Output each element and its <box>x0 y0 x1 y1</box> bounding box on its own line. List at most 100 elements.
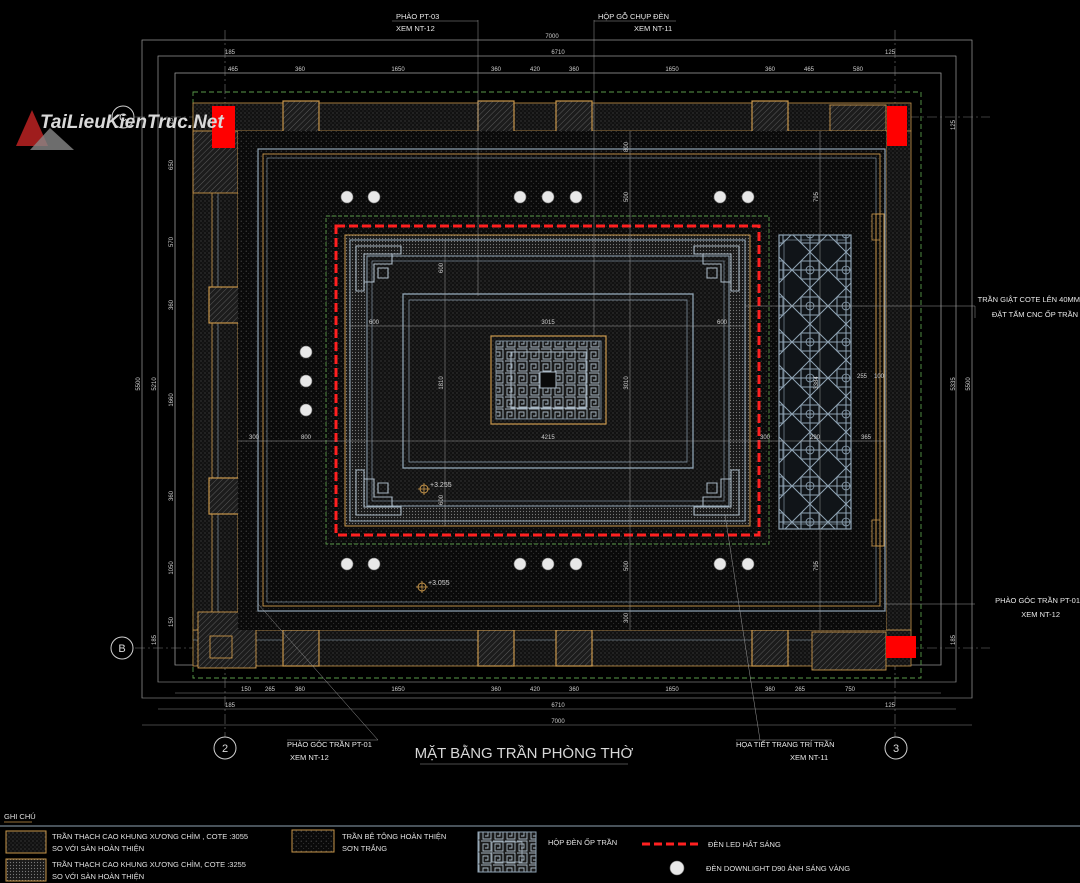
dim-top-seg-2: 1650 <box>391 67 405 73</box>
legend-heading: GHI CHÚ <box>4 812 36 821</box>
dim-290: 290 <box>810 435 821 441</box>
dim-500: 500 <box>624 191 630 202</box>
dim-bot-right: 125 <box>885 703 896 709</box>
dim-300-right: 300 <box>760 435 771 441</box>
level-upper: +3.255 <box>430 482 452 489</box>
legend-item2-a: TRẦN THẠCH CAO KHUNG XƯƠNG CHÌM, COTE :3… <box>52 859 246 869</box>
inner-dimension-text: 600 3015 600 300 800 4215 300 290 365 25… <box>249 141 885 623</box>
annot-tran-giat-2: ĐẶT TẤM CNC ỐP TRẦN <box>992 309 1078 319</box>
dim-bot-seg-10: 750 <box>845 687 856 693</box>
dim-top-seg-8: 465 <box>804 67 815 73</box>
cnc-lattice-panel <box>778 234 852 530</box>
legend-item6: ĐÈN DOWNLIGHT D90 ÁNH SÁNG VÀNG <box>706 864 850 873</box>
legend-item5: ĐÈN LED HẮT SÁNG <box>708 840 781 849</box>
dim-3384: 3384 <box>814 376 820 390</box>
dim-top-seg-0: 465 <box>228 67 239 73</box>
annot-hop-go: HỘP GỖ CHỤP ĐÈN <box>598 12 669 21</box>
dim-bot-seg-2: 360 <box>295 687 306 693</box>
dim-1810: 1810 <box>439 376 445 390</box>
dim-365: 365 <box>861 435 872 441</box>
dim-100: 100 <box>874 374 885 380</box>
watermark-logo: TaiLieuKienTruc.Net <box>16 110 224 150</box>
dim-bot-seg-7: 1650 <box>665 687 679 693</box>
dim-top-overall: 7000 <box>545 34 559 40</box>
dim-left-inner: 5210 <box>152 377 158 391</box>
level-markers: +3.255 +3.055 <box>416 482 452 593</box>
dim-right-inner: 5335 <box>951 377 957 391</box>
dim-left-seg-0: 125 <box>169 117 175 128</box>
dim-300-left: 300 <box>249 435 260 441</box>
corner-blocks <box>192 104 916 671</box>
annot-tran-giat-1: TRẦN GIẬT COTE LÊN 40MM <box>978 294 1080 304</box>
dim-left-overall: 5500 <box>136 377 142 391</box>
dim-bot-seg-0: 150 <box>241 687 252 693</box>
legend-item3-b: SƠN TRẮNG <box>342 844 387 853</box>
watermark-text: TaiLieuKienTruc.Net <box>40 112 224 133</box>
legend-item1-b: SO VỚI SÀN HOÀN THIỆN <box>52 844 144 853</box>
dim-795-top: 795 <box>814 191 820 202</box>
legend-swatch-2 <box>5 858 47 882</box>
dim-top-seg-9: 580 <box>853 67 864 73</box>
dim-top-seg-5: 360 <box>569 67 580 73</box>
dim-300-bot: 300 <box>624 612 630 623</box>
legend-item4: HỘP ĐÈN ỐP TRẦN <box>548 837 617 847</box>
dim-top-inner: 6710 <box>551 50 565 56</box>
annot-phao-goc-left: PHÀO GÓC TRẦN PT-01 <box>287 739 372 749</box>
dim-bot-seg-8: 360 <box>765 687 776 693</box>
dim-left-seg-7: 150 <box>169 616 175 627</box>
grid-bubble-b: B <box>118 643 125 655</box>
dim-top-right: 125 <box>885 50 896 56</box>
dim-600-left: 600 <box>369 320 380 326</box>
annot-phao-pt03: PHÀO PT-03 <box>396 12 439 21</box>
legend-swatch-6 <box>669 860 685 876</box>
dim-left-seg-2: 570 <box>169 236 175 247</box>
red-column-bottom-right <box>886 636 916 658</box>
dim-top-seg-3: 360 <box>491 67 502 73</box>
legend: GHI CHÚ TRẦN THẠCH CAO KHUNG XƯƠNG CHÌM … <box>0 812 1080 882</box>
dim-top-seg-1: 360 <box>295 67 306 73</box>
central-light-box <box>490 335 607 425</box>
legend-swatch-3 <box>291 829 335 853</box>
dim-left-seg-1: 650 <box>169 159 175 170</box>
legend-item2-b: SO VỚI SÀN HOÀN THIỆN <box>52 872 144 881</box>
annot-phao-pt03-ref: XEM NT-12 <box>396 24 435 33</box>
corner-frets <box>355 245 740 516</box>
annot-hoa-tiet: HỌA TIẾT TRANG TRÍ TRẦN <box>736 739 835 749</box>
dim-right-overall: 5500 <box>966 377 972 391</box>
dim-795-bot: 795 <box>814 560 820 571</box>
legend-item3-a: TRẦN BÊ TÔNG HOÀN THIỆN <box>342 831 446 841</box>
annot-phao-goc-right: PHÀO GÓC TRẦN PT-01 <box>995 595 1080 605</box>
annot-hoa-tiet-ref: XEM NT-11 <box>790 753 828 762</box>
dim-left-seg-6: 1050 <box>169 561 175 575</box>
dim-bot-inner: 6710 <box>551 703 565 709</box>
dim-bot-seg-1: 265 <box>265 687 276 693</box>
dim-600-bot: 600 <box>439 494 445 505</box>
dim-600-right: 600 <box>717 320 728 326</box>
dim-bot-seg-5: 420 <box>530 687 541 693</box>
dim-top-left: 185 <box>225 50 236 56</box>
downlights <box>299 190 755 571</box>
legend-item1-a: TRẦN THẠCH CAO KHUNG XƯƠNG CHÌM , COTE :… <box>52 831 248 841</box>
dim-top-seg-4: 420 <box>530 67 541 73</box>
dim-top-seg-7: 360 <box>765 67 776 73</box>
inner-dimension-lines <box>238 20 976 741</box>
dim-800: 800 <box>301 435 312 441</box>
dim-3010: 3010 <box>624 376 630 390</box>
grid-bubble-3: 3 <box>893 743 899 755</box>
annot-phao-goc-left-ref: XEM NT-12 <box>290 753 329 762</box>
dim-255: 255 <box>857 374 868 380</box>
dim-600-top: 600 <box>439 262 445 273</box>
dim-left-seg-3: 360 <box>169 299 175 310</box>
dim-bot-seg-6: 360 <box>569 687 580 693</box>
top-dimensions <box>142 39 972 74</box>
led-strip <box>334 224 761 537</box>
bottom-dimensions <box>142 692 972 726</box>
dim-3015: 3015 <box>541 320 555 326</box>
dim-bot-overall: 7000 <box>551 719 565 725</box>
legend-swatch-4 <box>477 831 537 873</box>
center-tray <box>325 215 770 545</box>
dim-bot-seg-9: 265 <box>795 687 806 693</box>
annot-hop-go-ref: XEM NT-11 <box>634 24 672 33</box>
right-dimensions <box>940 40 973 698</box>
